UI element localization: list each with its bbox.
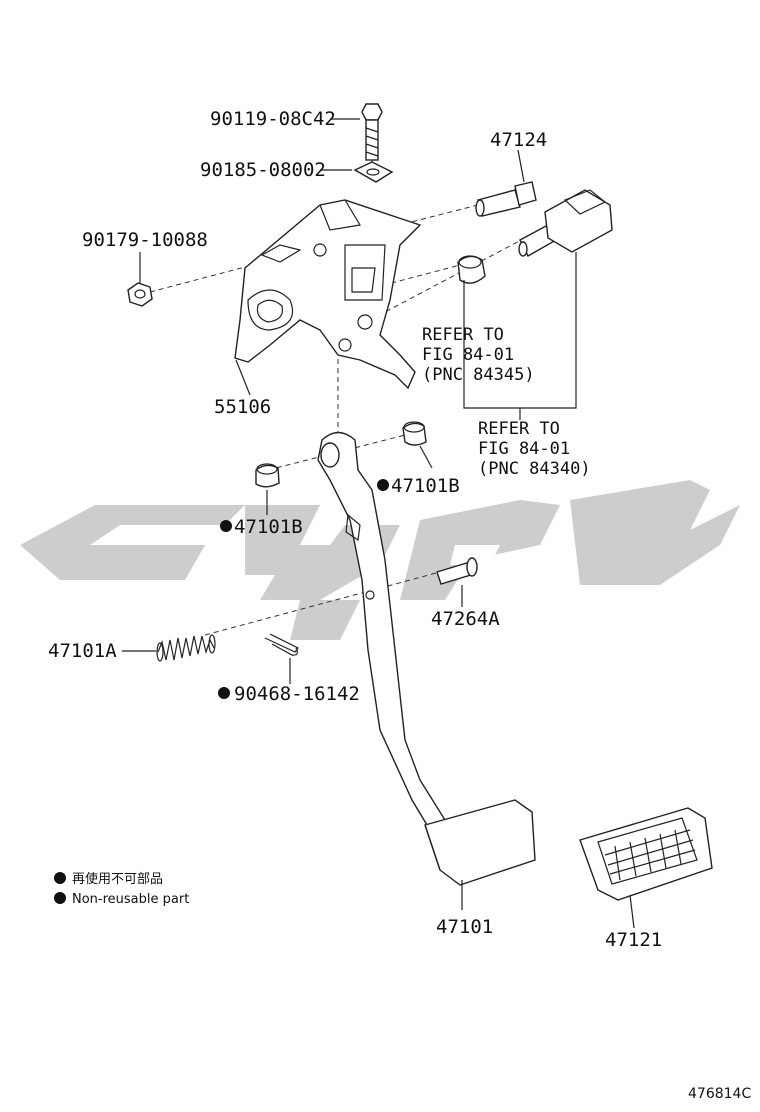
non-reusable-marker-bushing-a xyxy=(377,479,389,491)
label-47101B-b: 47101B xyxy=(234,516,303,538)
label-47101A: 47101A xyxy=(48,640,117,662)
clevis-pin-part xyxy=(436,557,478,585)
return-spring-part xyxy=(156,634,216,662)
label-47264A: 47264A xyxy=(431,608,500,630)
bolt-part xyxy=(361,103,383,161)
label-47124: 47124 xyxy=(490,129,547,151)
bushing-upper-part xyxy=(402,421,427,446)
brake-pedal-part xyxy=(317,431,536,886)
clip-part xyxy=(264,633,299,656)
label-47101: 47101 xyxy=(436,916,493,938)
nut-plate-part xyxy=(353,161,394,183)
pedal-pad-part xyxy=(579,807,713,901)
label-55106: 55106 xyxy=(214,396,271,418)
label-47101B-a: 47101B xyxy=(391,475,460,497)
bushing-lower-part xyxy=(255,463,280,488)
label-90119-08C42: 90119-08C42 xyxy=(210,108,336,130)
ref-note-2-line-2: FIG 84-01 xyxy=(478,439,570,459)
label-90185-08002: 90185-08002 xyxy=(200,159,326,181)
stop-light-switch-part xyxy=(518,189,613,257)
non-reusable-marker-bushing-b xyxy=(220,520,232,532)
legend-text-jp: 再使用不可部品 xyxy=(72,871,163,887)
ref-note-1-line-3: (PNC 84345) xyxy=(422,365,535,385)
legend-text-en: Non-reusable part xyxy=(72,892,189,907)
legend-marker-jp xyxy=(54,872,66,884)
label-47121: 47121 xyxy=(605,929,662,951)
leader-lines xyxy=(122,118,635,929)
pivot-pin-part xyxy=(475,181,537,217)
bracket-part xyxy=(234,199,422,390)
ref-note-1-line-1: REFER TO xyxy=(422,325,504,345)
label-90468-16142: 90468-16142 xyxy=(234,683,360,705)
ref-note-1-line-2: FIG 84-01 xyxy=(422,345,514,365)
label-90179-10088: 90179-10088 xyxy=(82,229,208,251)
diagram-code: 476814C xyxy=(688,1086,751,1102)
non-reusable-marker-clip xyxy=(218,687,230,699)
ref-note-2-line-1: REFER TO xyxy=(478,419,560,439)
ref-note-2-line-3: (PNC 84340) xyxy=(478,459,591,479)
nut-part xyxy=(127,282,153,307)
legend-marker-en xyxy=(54,892,66,904)
cushion-part xyxy=(457,255,486,284)
